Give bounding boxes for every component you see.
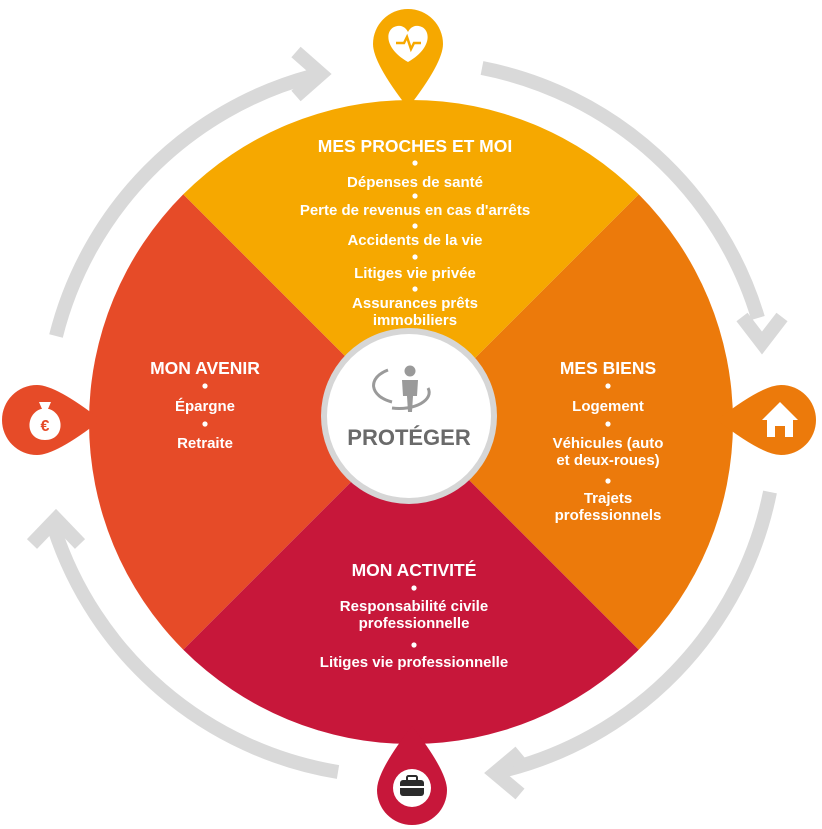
bullet-dot [412, 160, 418, 166]
person-head [404, 365, 416, 377]
section-bottom-item: Litiges vie professionnelle [320, 654, 508, 671]
section-top-item: Litiges vie privée [354, 265, 476, 282]
item-line: Trajets [584, 490, 632, 507]
cycle-arrowheads [26, 46, 788, 800]
section-left-item: Épargne [175, 398, 235, 415]
section-right-item: Logement [572, 398, 644, 415]
section-bottom-title: MON ACTIVITÉ [352, 559, 477, 580]
bullet-dots [202, 160, 611, 648]
bullet-dot [412, 254, 418, 260]
bullet-dot [605, 478, 611, 484]
center-circle [327, 334, 491, 498]
arrowhead-bottom-left [26, 508, 86, 549]
section-left: MON AVENIR Épargne Retraite [150, 358, 260, 452]
bullet-dot [605, 421, 611, 427]
heart-pulse-line [396, 33, 421, 53]
arrowhead-top-right [736, 312, 788, 355]
money-bag-euro-icon: € [29, 402, 61, 440]
section-icon-bottom [377, 726, 447, 825]
bullet-dot [605, 383, 611, 389]
section-top-item: Accidents de la vie [347, 232, 482, 249]
section-icon-right [717, 385, 816, 455]
cycle-arrow-bottom-right [496, 490, 777, 779]
item-line: immobiliers [373, 312, 457, 329]
arrowhead-top-left [291, 46, 332, 102]
cycle-arrow-top-right [480, 61, 765, 321]
bullet-dot [412, 193, 418, 199]
section-top-title: MES PROCHES ET MOI [318, 136, 512, 156]
section-top: MES PROCHES ET MOI Dépenses de santé Per… [300, 136, 530, 329]
cycle-arrow-top-left [49, 69, 314, 338]
center-disc: PROTÉGER [321, 328, 497, 504]
item-line: professionnelle [359, 615, 470, 632]
bullet-dot [202, 383, 208, 389]
bullet-dot [412, 223, 418, 229]
section-left-item: Retraite [177, 435, 233, 452]
euro-sign: € [41, 418, 50, 435]
bullet-dot [411, 585, 417, 591]
protection-arc-left [372, 368, 393, 404]
center-label: PROTÉGER [347, 425, 471, 450]
item-line: Véhicules (auto [553, 435, 664, 452]
cycle-arrow-bottom-left [47, 525, 340, 779]
protection-arc-right [391, 387, 431, 410]
item-line: Responsabilité civile [340, 598, 488, 615]
item-line: professionnels [555, 507, 662, 524]
item-line: Assurances prêts [352, 295, 478, 312]
bullet-dot [202, 421, 208, 427]
bullet-dot [412, 286, 418, 292]
section-right-title: MES BIENS [560, 358, 656, 378]
section-top-item: Dépenses de santé [347, 174, 483, 191]
section-left-title: MON AVENIR [150, 358, 260, 378]
person-protection-icon [372, 365, 431, 412]
section-top-item: Perte de revenus en cas d'arrêts [300, 202, 530, 219]
arrowhead-bottom-right [484, 746, 525, 800]
person-body [402, 380, 418, 412]
briefcase-icon [400, 775, 424, 796]
house-icon [762, 402, 798, 437]
bullet-dot [411, 642, 417, 648]
item-line: et deux-roues) [556, 452, 659, 469]
section-icon-left: € [2, 385, 101, 455]
cycle-arrows [47, 61, 777, 779]
section-icon-top [373, 9, 443, 108]
